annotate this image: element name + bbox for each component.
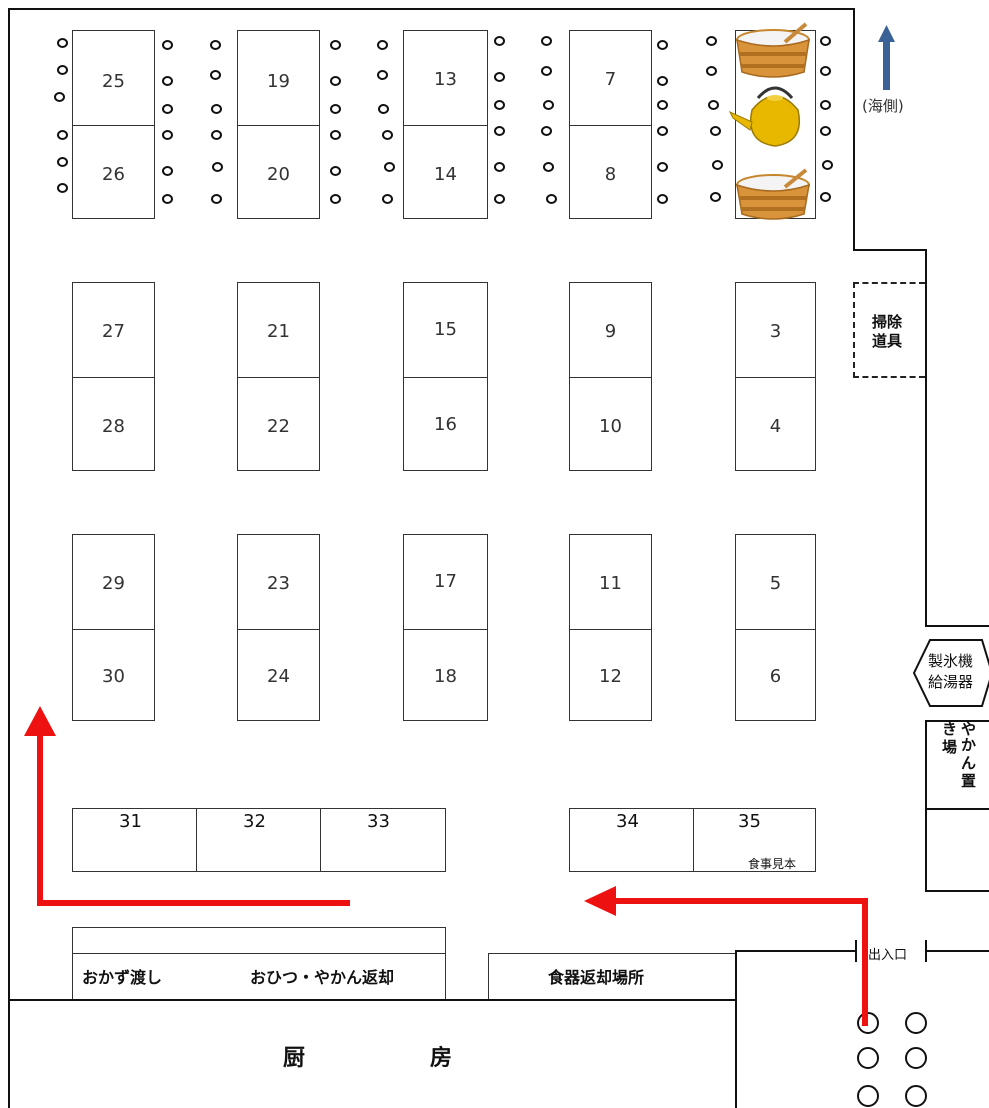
dish-return-counter xyxy=(488,953,736,1001)
table-32[interactable]: 32 xyxy=(196,808,321,872)
table-8[interactable]: 8 xyxy=(569,125,652,219)
table-19[interactable]: 19 xyxy=(237,30,320,126)
kettle-place-char-6: 場 xyxy=(942,738,958,756)
entrance-wall-left xyxy=(735,950,737,1108)
table-27[interactable]: 27 xyxy=(72,282,155,378)
table-14[interactable]: 14 xyxy=(403,125,488,219)
table-5[interactable]: 5 xyxy=(735,534,816,630)
entrance-door-post-left xyxy=(855,940,857,962)
table-6[interactable]: 6 xyxy=(735,629,816,721)
wall-left xyxy=(8,8,10,1108)
table-17[interactable]: 17 xyxy=(403,534,488,630)
kitchen-wall xyxy=(8,999,736,1001)
cleaning-tools-closet xyxy=(853,282,925,378)
ice-machine-label-2: 給湯器 xyxy=(928,673,974,691)
kettle-place-char-1: や xyxy=(961,720,977,738)
wall-right-mid-top xyxy=(925,625,989,627)
table-25[interactable]: 25 xyxy=(72,30,155,126)
table-23[interactable]: 23 xyxy=(237,534,320,630)
serving-counter xyxy=(72,927,446,1001)
kettle-storage-divider xyxy=(925,808,989,810)
kettle-storage-area xyxy=(925,720,989,892)
entrance-label[interactable]: 出入口 xyxy=(868,948,908,963)
table-30[interactable]: 30 xyxy=(72,629,155,721)
dish-return-label: 食器返却場所 xyxy=(548,968,645,987)
wall-step xyxy=(853,249,927,251)
table-22[interactable]: 22 xyxy=(237,377,320,471)
entrance-door-post-right xyxy=(925,940,927,962)
serving-counter-divider xyxy=(72,953,446,954)
wall-right-upper xyxy=(853,8,855,250)
table-4[interactable]: 4 xyxy=(735,377,816,471)
table-35[interactable]: 35 食事見本 xyxy=(693,808,816,872)
wall-right-mid xyxy=(925,249,927,625)
table-15[interactable]: 15 xyxy=(403,282,488,378)
table-24[interactable]: 24 xyxy=(237,629,320,721)
table-31[interactable]: 31 xyxy=(72,808,197,872)
ice-machine-label-1: 製氷機 xyxy=(928,652,974,670)
table-11[interactable]: 11 xyxy=(569,534,652,630)
table-10[interactable]: 10 xyxy=(569,377,652,471)
cleaning-tools-label-1: 掃除 xyxy=(872,313,903,331)
side-dish-pass-label: おかず渡し xyxy=(82,968,163,987)
table-18[interactable]: 18 xyxy=(403,629,488,721)
service-table xyxy=(735,30,816,219)
sea-side-label: (海側) xyxy=(862,97,904,115)
table-13[interactable]: 13 xyxy=(403,30,488,126)
table-7[interactable]: 7 xyxy=(569,30,652,126)
ohitsu-return-label: おひつ・やかん返却 xyxy=(250,968,395,987)
table-33[interactable]: 33 xyxy=(320,808,446,872)
entrance-wall-top xyxy=(735,950,855,952)
table-3[interactable]: 3 xyxy=(735,282,816,378)
kettle-place-char-2: か xyxy=(961,736,977,754)
table-12[interactable]: 12 xyxy=(569,629,652,721)
kitchen-label-1: 厨 xyxy=(283,1046,306,1071)
table-34[interactable]: 34 xyxy=(569,808,694,872)
table-21[interactable]: 21 xyxy=(237,282,320,378)
cleaning-tools-label-2: 道具 xyxy=(872,332,903,350)
table-28[interactable]: 28 xyxy=(72,377,155,471)
table-26[interactable]: 26 xyxy=(72,125,155,219)
kettle-place-char-4: 置 xyxy=(961,772,977,790)
table-29[interactable]: 29 xyxy=(72,534,155,630)
kettle-place-char-5: き xyxy=(942,720,958,738)
table-16[interactable]: 16 xyxy=(403,377,488,471)
kettle-place-char-3: ん xyxy=(961,754,977,772)
table-9[interactable]: 9 xyxy=(569,282,652,378)
kitchen-label-2: 房 xyxy=(430,1046,453,1071)
wall-top xyxy=(8,8,855,10)
table-20[interactable]: 20 xyxy=(237,125,320,219)
entrance-wall-right xyxy=(927,950,989,952)
food-sample-label: 食事見本 xyxy=(748,857,797,871)
flow-arrow-left-up xyxy=(24,706,350,906)
